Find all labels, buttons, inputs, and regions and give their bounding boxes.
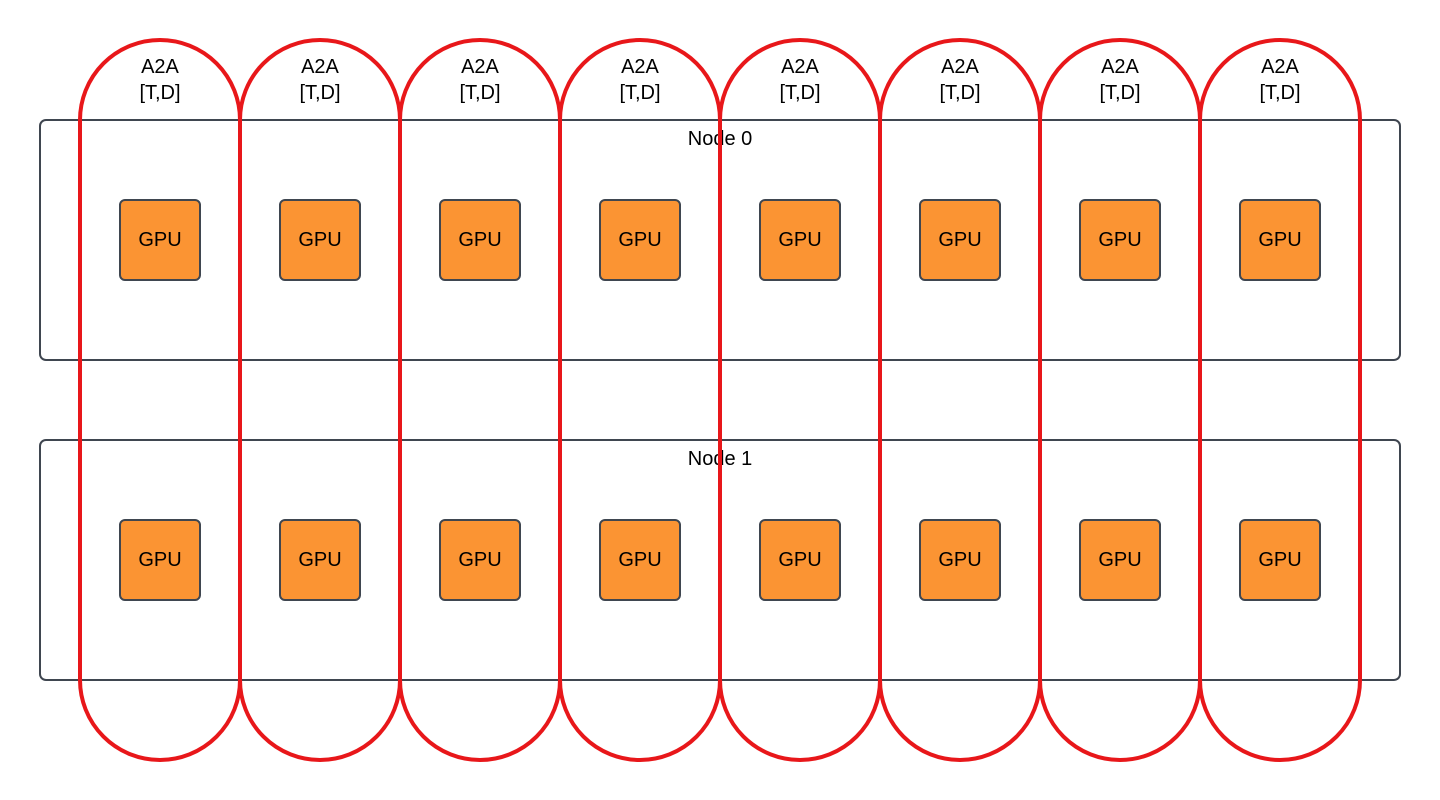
- a2a-group-title: A2A: [141, 56, 179, 78]
- a2a-group-title: A2A: [1101, 56, 1139, 78]
- gpu: GPU: [919, 199, 1001, 281]
- gpu-box: [1239, 199, 1321, 281]
- gpu-box: [759, 199, 841, 281]
- gpu-label: GPU: [618, 549, 661, 571]
- a2a-group-subtitle: [T,D]: [939, 82, 980, 104]
- gpu: GPU: [599, 199, 681, 281]
- gpu: GPU: [279, 519, 361, 601]
- gpu-box: [759, 519, 841, 601]
- gpu: GPU: [599, 519, 681, 601]
- gpu-label: GPU: [298, 229, 341, 251]
- a2a-group-outline: [1198, 38, 1362, 762]
- gpu-label: GPU: [1098, 549, 1141, 571]
- gpu-box: [1239, 519, 1321, 601]
- gpu: GPU: [759, 199, 841, 281]
- gpu-label: GPU: [298, 549, 341, 571]
- gpu-box: [439, 199, 521, 281]
- a2a-group-subtitle: [T,D]: [1259, 82, 1300, 104]
- a2a-group-subtitle: [T,D]: [619, 82, 660, 104]
- a2a-groups-layer: A2A [T,D] A2A [T,D] A2A [T,D] A2A [T,D] A2A [T,D]…: [78, 38, 1362, 762]
- gpu-box: [1079, 519, 1161, 601]
- gpu-box: [599, 199, 681, 281]
- gpu-box: [119, 519, 201, 601]
- a2a-group-title: A2A: [781, 56, 819, 78]
- gpu: GPU: [439, 519, 521, 601]
- a2a-group-subtitle: [T,D]: [779, 82, 820, 104]
- gpu-label: GPU: [778, 549, 821, 571]
- gpu: GPU: [1239, 519, 1321, 601]
- gpu: GPU: [919, 519, 1001, 601]
- gpu-label: GPU: [1258, 229, 1301, 251]
- gpu-box: [599, 519, 681, 601]
- gpu: GPU: [119, 519, 201, 601]
- gpu: GPU: [279, 199, 361, 281]
- gpu-label: GPU: [458, 229, 501, 251]
- gpu-box: [279, 199, 361, 281]
- gpu-box: [919, 199, 1001, 281]
- gpu-label: GPU: [778, 229, 821, 251]
- a2a-group-7: A2A [T,D]: [1198, 38, 1362, 762]
- a2a-group-title: A2A: [941, 56, 979, 78]
- gpu: GPU: [1079, 199, 1161, 281]
- a2a-group-title: A2A: [1261, 56, 1299, 78]
- gpu-box: [1079, 199, 1161, 281]
- gpu-label: GPU: [1258, 549, 1301, 571]
- gpu-label: GPU: [618, 229, 661, 251]
- a2a-group-subtitle: [T,D]: [1099, 82, 1140, 104]
- gpu-box: [919, 519, 1001, 601]
- gpu-label: GPU: [458, 549, 501, 571]
- gpu: GPU: [119, 199, 201, 281]
- a2a-group-subtitle: [T,D]: [459, 82, 500, 104]
- a2a-group-subtitle: [T,D]: [299, 82, 340, 104]
- gpu-label: GPU: [1098, 229, 1141, 251]
- a2a-group-title: A2A: [461, 56, 499, 78]
- gpu-label: GPU: [938, 229, 981, 251]
- gpu-label: GPU: [138, 549, 181, 571]
- a2a-group-title: A2A: [301, 56, 339, 78]
- gpu: GPU: [1239, 199, 1321, 281]
- gpu-box: [439, 519, 521, 601]
- gpu: GPU: [439, 199, 521, 281]
- gpu-box: [279, 519, 361, 601]
- a2a-group-subtitle: [T,D]: [139, 82, 180, 104]
- gpu-label: GPU: [138, 229, 181, 251]
- a2a-group-title: A2A: [621, 56, 659, 78]
- gpu-label: GPU: [938, 549, 981, 571]
- gpu: GPU: [759, 519, 841, 601]
- gpu-box: [119, 199, 201, 281]
- gpu: GPU: [1079, 519, 1161, 601]
